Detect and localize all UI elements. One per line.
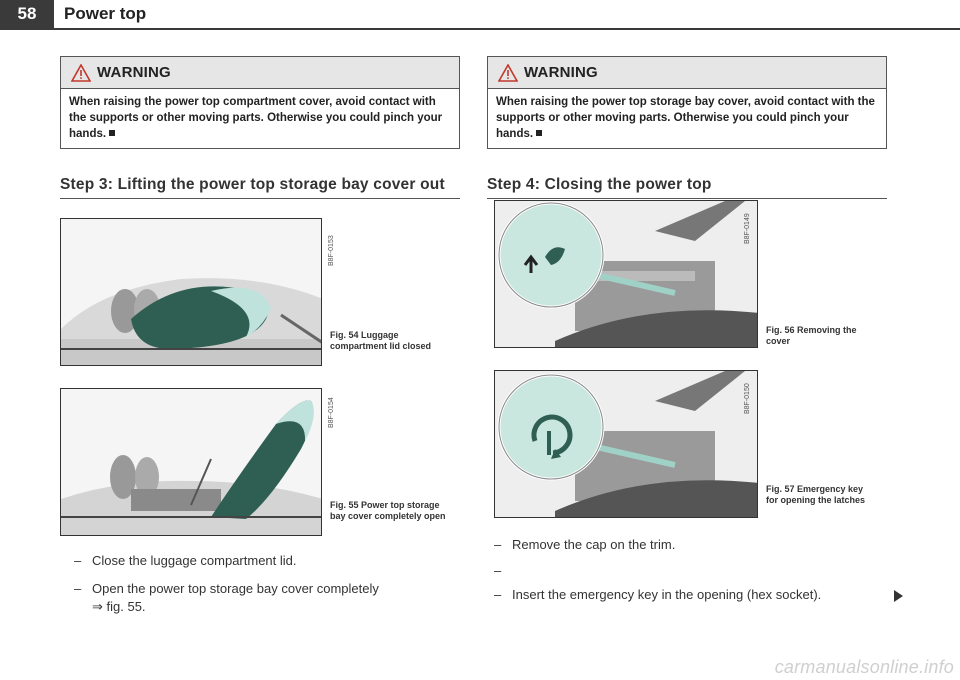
step-dash: – — [494, 563, 502, 578]
step-text: Close the luggage compartment lid. — [92, 553, 297, 568]
figure-image — [494, 370, 758, 518]
warning-title: WARNING — [61, 57, 459, 89]
section-rule — [487, 198, 887, 199]
figure-reference-link[interactable]: ⇒ fig. 55. — [92, 599, 146, 614]
step-text: Open the power top storage bay cover com… — [92, 581, 379, 596]
step-item: –Close the luggage compartment lid. — [74, 552, 454, 570]
step-text: Insert the emergency key in the opening … — [512, 587, 822, 602]
figure-image — [494, 200, 758, 348]
step-dash: – — [494, 537, 502, 552]
figure-caption: Fig. 56 Removing the cover — [766, 325, 857, 346]
right-column: WARNING When raising the power top stora… — [487, 56, 887, 199]
figure-code: B8F-0150 — [744, 383, 751, 414]
figure-image — [60, 218, 322, 366]
step-item: –Remove the cap on the trim. — [494, 536, 874, 554]
storage-bay-open-illustration — [61, 389, 321, 535]
step-item: –Open the power top storage bay cover co… — [74, 580, 464, 616]
warning-body-text: When raising the power top compartment c… — [69, 96, 443, 140]
figure-caption: Fig. 54 Luggage compartment lid closed — [330, 330, 432, 351]
section-title: Step 4: Closing the power top — [487, 176, 712, 193]
page-number: 58 — [0, 0, 54, 28]
figure-code: B8F-0153 — [328, 235, 335, 266]
removing-cover-illustration — [495, 201, 757, 347]
figure-code: B8F-0149 — [744, 213, 751, 244]
warning-body-text: When raising the power top storage bay c… — [496, 96, 875, 140]
warning-body: When raising the power top compartment c… — [61, 89, 459, 148]
section-rule — [60, 198, 460, 199]
warning-triangle-icon — [71, 63, 91, 82]
step-dash: – — [74, 553, 82, 568]
watermark: carmanualsonline.info — [774, 657, 954, 677]
figure-image — [60, 388, 322, 536]
warning-box: WARNING When raising the power top stora… — [487, 56, 887, 149]
left-column: WARNING When raising the power top compa… — [60, 56, 460, 199]
continue-arrow-icon[interactable] — [894, 590, 903, 602]
car-lid-closed-illustration — [61, 219, 321, 365]
warning-body: When raising the power top storage bay c… — [488, 89, 886, 148]
figure-caption: Fig. 57 Emergency key for opening the la… — [766, 484, 866, 505]
end-square-icon — [109, 130, 116, 136]
figure-code: B8F-0154 — [328, 397, 335, 428]
warning-title-text: WARNING — [97, 64, 171, 81]
step-item: – — [494, 562, 874, 580]
step-text: Remove the cap on the trim. — [512, 537, 676, 552]
section-title: Step 3: Lifting the power top storage ba… — [60, 176, 445, 193]
step-dash: – — [74, 581, 82, 596]
step-item: –Insert the emergency key in the opening… — [494, 586, 874, 604]
end-square-icon — [536, 130, 543, 136]
figure-caption: Fig. 55 Power top storage bay cover comp… — [330, 500, 446, 521]
warning-title: WARNING — [488, 57, 886, 89]
header-rule — [0, 28, 960, 30]
warning-box: WARNING When raising the power top compa… — [60, 56, 460, 149]
warning-title-text: WARNING — [524, 64, 598, 81]
emergency-key-illustration — [495, 371, 757, 517]
running-head: Power top — [64, 4, 147, 23]
warning-triangle-icon — [498, 63, 518, 82]
step-dash: – — [494, 587, 502, 602]
